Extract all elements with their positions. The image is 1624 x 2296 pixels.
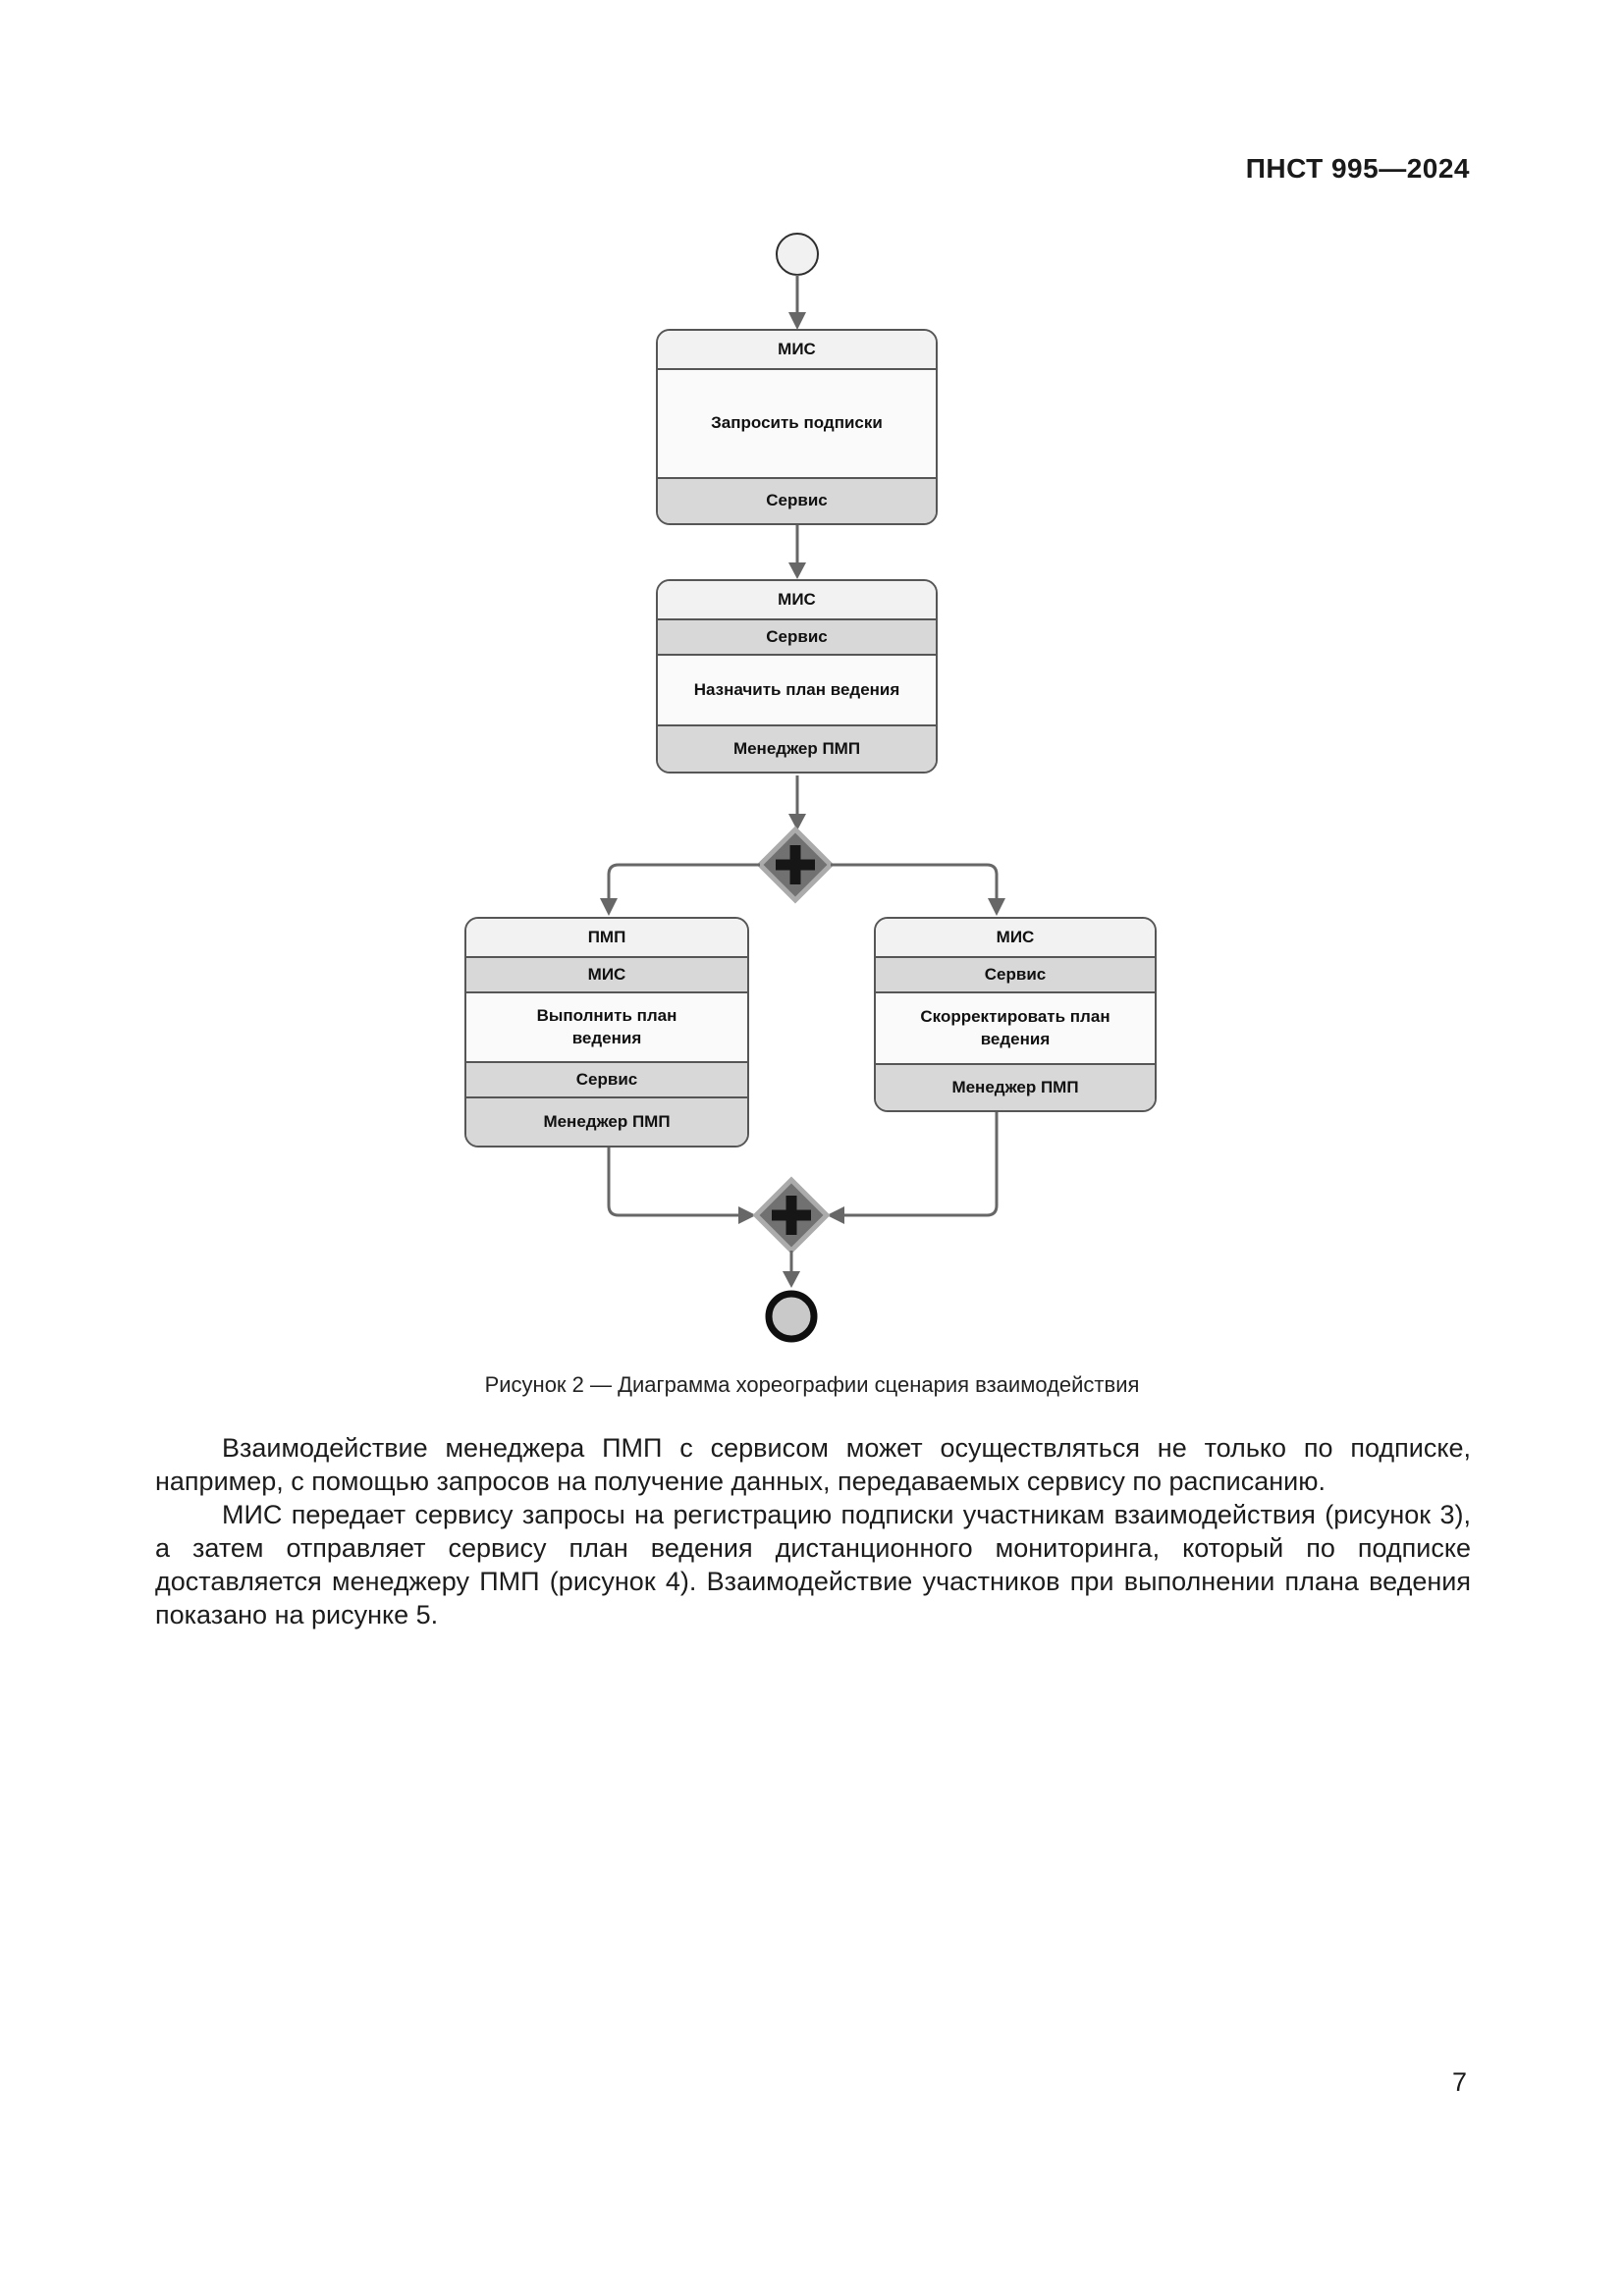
participant-band: Сервис <box>876 956 1155 991</box>
body-text-block: Взаимодействие менеджера ПМП с сервисом … <box>155 1431 1471 1631</box>
participant-band: Сервис <box>658 618 936 654</box>
arrowhead-icon <box>827 1206 844 1224</box>
participant-band-top: ПМП <box>466 919 747 956</box>
participant-band-bottom: Сервис <box>658 477 936 523</box>
participant-band: МИС <box>466 956 747 991</box>
arrowhead-icon <box>738 1206 756 1224</box>
document-code-header: ПНСТ 995—2024 <box>1245 153 1470 184</box>
choreography-task-adjust-plan: МИС Сервис Скорректировать план ведения … <box>874 917 1157 1112</box>
end-event-icon <box>765 1290 818 1343</box>
participant-band-bottom: Менеджер ПМП <box>876 1063 1155 1110</box>
sequence-flow <box>607 1148 740 1217</box>
choreography-diagram <box>600 233 1005 1343</box>
arrowhead-icon <box>788 562 806 579</box>
participant-band-top: МИС <box>658 581 936 618</box>
task-name: Выполнить план ведения <box>466 991 747 1061</box>
task-name: Запросить подписки <box>658 368 936 477</box>
participant-band: Сервис <box>466 1061 747 1096</box>
sequence-flow <box>831 863 999 901</box>
participant-band-bottom: Менеджер ПМП <box>466 1096 747 1146</box>
arrowhead-icon <box>788 312 806 330</box>
body-paragraph: Взаимодействие менеджера ПМП с сервисом … <box>155 1433 1471 1496</box>
task-name: Скорректировать план ведения <box>876 991 1155 1063</box>
participant-band-top: МИС <box>876 919 1155 956</box>
start-event-icon <box>776 233 819 276</box>
arrowhead-icon <box>788 814 806 830</box>
arrowhead-icon <box>988 898 1005 916</box>
participant-band-top: МИС <box>658 331 936 368</box>
choreography-task-request-subscriptions: МИС Запросить подписки Сервис <box>656 329 938 525</box>
arrowhead-icon <box>783 1271 800 1288</box>
page-number: 7 <box>1451 2067 1467 2097</box>
arrowhead-icon <box>600 898 618 916</box>
sequence-flow <box>842 1112 999 1217</box>
plus-icon <box>785 1196 797 1235</box>
task-name: Назначить план ведения <box>658 654 936 724</box>
body-paragraph: МИС передает сервису запросы на регистра… <box>155 1500 1471 1629</box>
choreography-task-assign-plan: МИС Сервис Назначить план ведения Менедж… <box>656 579 938 774</box>
sequence-flow <box>607 863 760 901</box>
plus-icon <box>789 845 801 884</box>
participant-band-bottom: Менеджер ПМП <box>658 724 936 772</box>
choreography-task-execute-plan: ПМП МИС Выполнить план ведения Сервис Ме… <box>464 917 749 1148</box>
figure-caption: Рисунок 2 — Диаграмма хореографии сценар… <box>484 1372 1140 1397</box>
